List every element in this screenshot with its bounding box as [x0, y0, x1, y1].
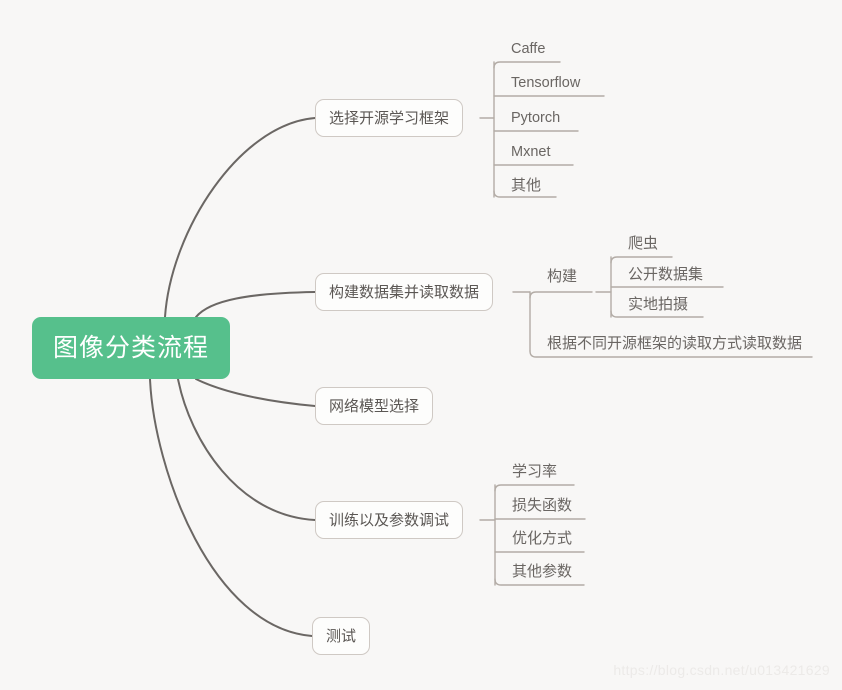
branch-node-select-framework[interactable]: 选择开源学习框架 [315, 99, 464, 137]
leaf-underline-goujian [529, 291, 593, 299]
leaf-node-crawler[interactable]: 爬虫 [628, 234, 659, 252]
leaf-node-tensorflow[interactable]: Tensorflow [511, 74, 581, 91]
leaf-underline-caffe [493, 61, 561, 69]
leaf-node-mxnet[interactable]: Mxnet [511, 143, 551, 160]
leaf-node-other-framework[interactable]: 其他 [511, 176, 542, 194]
branch-node-test[interactable]: 测试 [312, 617, 371, 655]
sub-node-build[interactable]: 构建 [547, 267, 578, 285]
root-node[interactable]: 图像分类流程 [32, 317, 230, 379]
connector-root-to-branch-2 [195, 291, 316, 318]
branch-node-training-tuning[interactable]: 训练以及参数调试 [315, 501, 464, 539]
connector-root-to-branch-3 [195, 378, 316, 407]
leaf-node-optimization-method[interactable]: 优化方式 [512, 529, 573, 547]
leaf-node-other-params[interactable]: 其他参数 [512, 562, 573, 580]
leaf-node-learning-rate[interactable]: 学习率 [512, 462, 558, 480]
watermark-text: https://blog.csdn.net/u013421629 [613, 662, 830, 678]
leaf-node-pytorch[interactable]: Pytorch [511, 109, 561, 126]
leaf-node-field-photography[interactable]: 实地拍摄 [628, 295, 689, 313]
connector-root-to-branch-5 [149, 378, 313, 637]
leaf-underline-lr [494, 484, 575, 492]
leaf-node-loss-function[interactable]: 损失函数 [512, 496, 573, 514]
connector-root-to-branch-4 [177, 378, 316, 521]
branch-node-build-dataset[interactable]: 构建数据集并读取数据 [315, 273, 494, 311]
leaf-node-caffe[interactable]: Caffe [511, 40, 546, 57]
leaf-node-public-dataset[interactable]: 公开数据集 [628, 265, 704, 283]
connector-root-to-branch-1 [164, 117, 316, 318]
branch-node-model-selection[interactable]: 网络模型选择 [315, 387, 434, 425]
leaf-node-read-by-framework[interactable]: 根据不同开源框架的读取方式读取数据 [547, 334, 803, 352]
